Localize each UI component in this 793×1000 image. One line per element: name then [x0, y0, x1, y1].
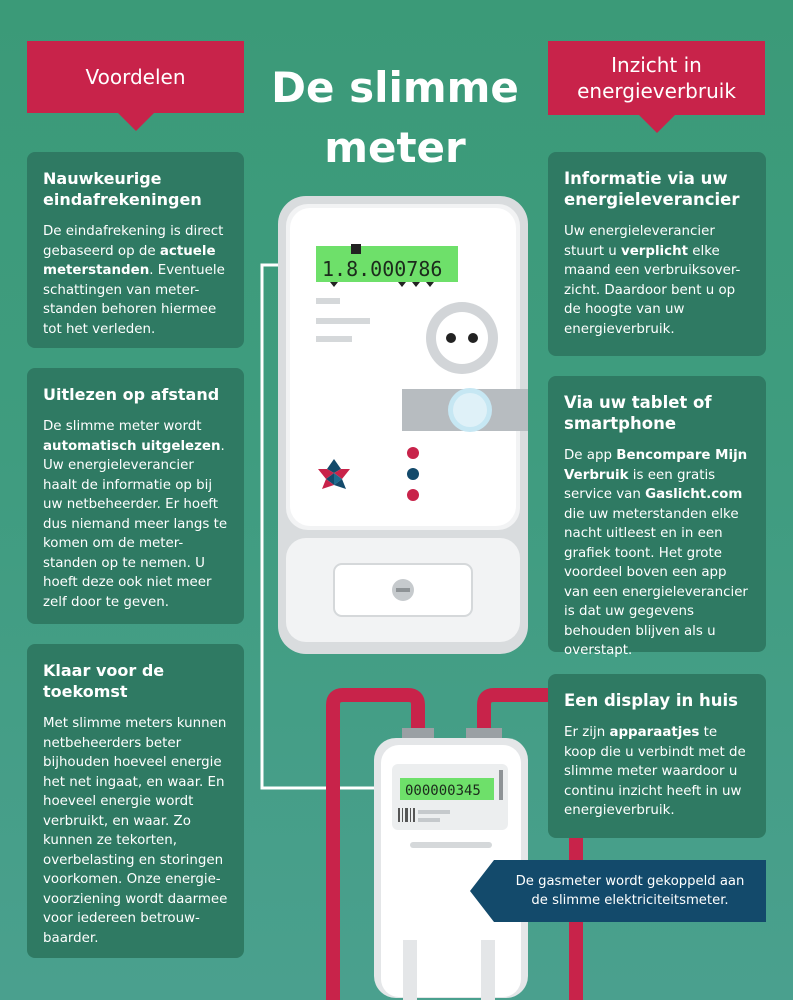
connection-line: [260, 263, 380, 790]
card-tablet: Via uw tablet of smartphone De app Benco…: [548, 376, 766, 658]
gas-lcd: [400, 778, 494, 800]
card-heading: Via uw tablet of smartphone: [564, 393, 712, 433]
page-title: De slimme meter: [271, 63, 519, 172]
electric-lcd: [316, 246, 458, 282]
card-eindafrekeningen: Nauwkeurige eindafrekeningen De eindafre…: [27, 152, 244, 348]
gas-meter: 000000345: [374, 738, 528, 1000]
card-energieleverancier: Informatie via uw energieleverancier Uw …: [548, 152, 766, 356]
inzicht-header: Inzicht in energieverbruik: [548, 41, 765, 115]
voordelen-header-label: Voordelen: [85, 65, 186, 89]
electric-lcd-text: 1.8.000786: [322, 257, 442, 281]
card-text: De app Bencompare Mijn Verbruik is een g…: [564, 448, 748, 658]
card-heading: Een display in huis: [564, 691, 738, 710]
card-text: De slimme meter wordt automatisch uitgel…: [43, 419, 228, 610]
card-uitlezen: Uitlezen op afstand De slimme meter word…: [27, 368, 244, 624]
card-text: De eindafrekening is direct gebaseerd op…: [43, 224, 225, 337]
card-heading: Uitlezen op afstand: [43, 385, 220, 404]
card-text: Met slimme meters kunnen netbeheerders b…: [43, 716, 228, 946]
led-blue: [407, 468, 419, 480]
card-heading: Nauwkeurige eindafrekeningen: [43, 169, 202, 209]
card-toekomst: Klaar voor de toekomst Met slimme meters…: [27, 644, 244, 958]
card-display: Een display in huis Er zijn apparaatjes …: [548, 674, 766, 838]
led-red-2: [407, 489, 419, 501]
logo-icon: [318, 459, 350, 489]
card-heading: Informatie via uw energieleverancier: [564, 169, 740, 209]
card-heading: Klaar voor de toekomst: [43, 661, 165, 701]
gasmeter-callout: De gasmeter wordt gekoppeld aan de slimm…: [470, 860, 766, 922]
card-text: Uw energieleverancier stuurt u verplicht…: [564, 224, 741, 337]
card-text: Er zijn apparaatjes te koop die u verbin…: [564, 725, 746, 818]
voordelen-header: Voordelen: [27, 41, 244, 113]
callout-text: De gasmeter wordt gekoppeld aan de slimm…: [515, 874, 745, 908]
inzicht-header-label: Inzicht in energieverbruik: [577, 53, 736, 103]
barcode: [398, 808, 415, 822]
electricity-meter: 1.8.000786: [278, 196, 528, 654]
gas-lcd-text: 000000345: [405, 783, 481, 799]
led-red: [407, 447, 419, 459]
